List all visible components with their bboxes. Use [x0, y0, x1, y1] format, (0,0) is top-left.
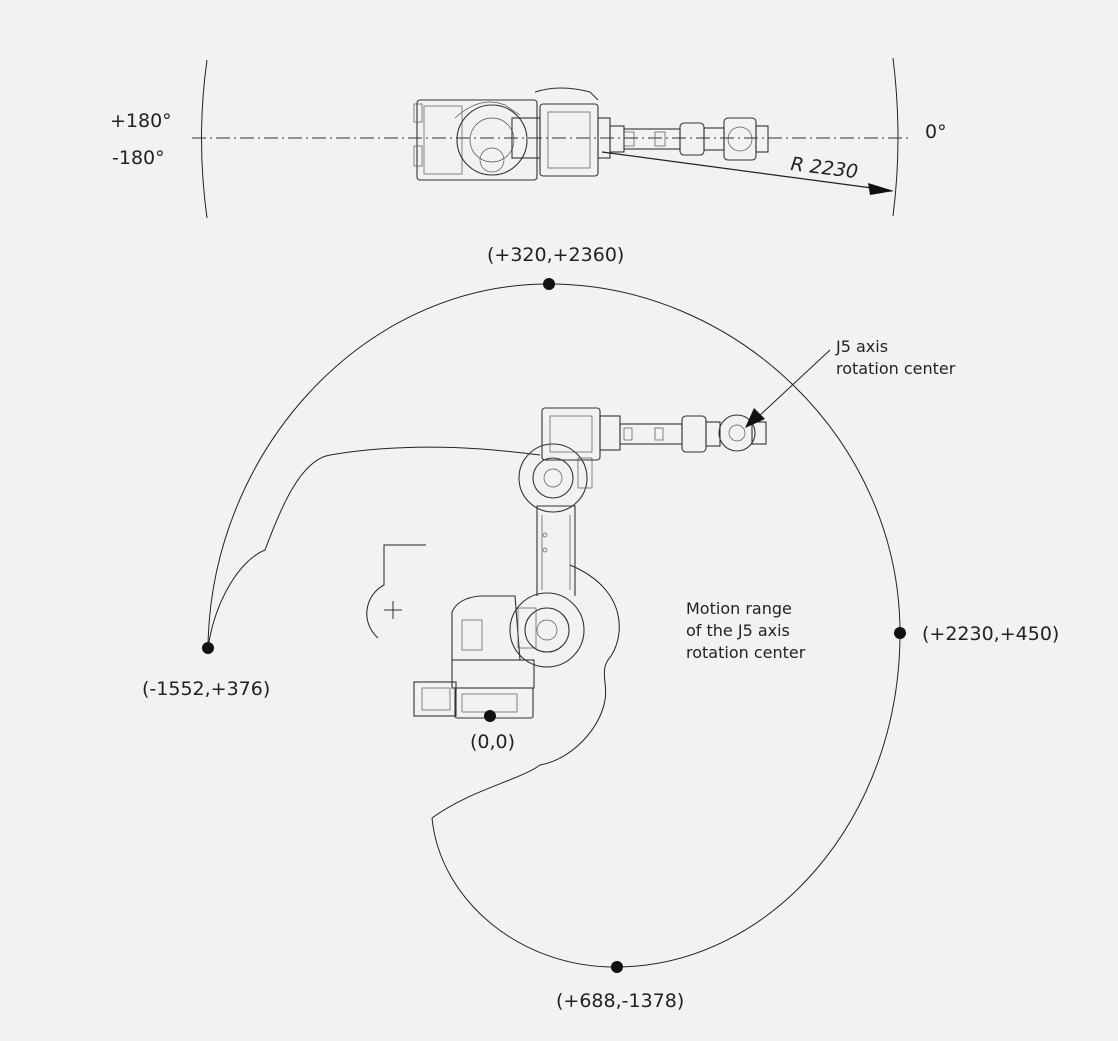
point-right-marker: [894, 627, 906, 639]
angle-neg-label: -180°: [112, 147, 165, 169]
j5-leader-line: [756, 349, 831, 419]
top-view-right-arc: [892, 57, 899, 217]
angle-pos-label: +180°: [110, 110, 172, 132]
radius-arrow-head: [868, 183, 894, 195]
range-note-line-2: of the J5 axis: [686, 621, 790, 640]
point-bottom-marker: [611, 961, 623, 973]
point-top-label: (+320,+2360): [487, 244, 624, 266]
robot-side-view: [413, 407, 767, 719]
j5-note-line-1: J5 axis: [835, 337, 888, 356]
top-view-left-arc: [201, 59, 208, 219]
point-origin-label: (0,0): [470, 731, 515, 753]
reference-crosshair: [384, 601, 402, 619]
angle-zero-label: 0°: [925, 121, 947, 143]
point-right-label: (+2230,+450): [922, 623, 1059, 645]
point-top-marker: [543, 278, 555, 290]
j5-note-line-2: rotation center: [836, 359, 956, 378]
top-view: +180° -180° 0° R 2230: [110, 57, 947, 219]
range-note-line-3: rotation center: [686, 643, 806, 662]
robot-top-view: [413, 87, 769, 181]
point-origin-marker: [484, 710, 496, 722]
range-note-line-1: Motion range: [686, 599, 792, 618]
side-view: (+320,+2360) (-1552,+376) (+2230,+450) (…: [142, 244, 1059, 1012]
radius-arrow-line: [601, 151, 873, 189]
point-left-label: (-1552,+376): [142, 678, 270, 700]
motion-range-inner-boundary: [207, 446, 620, 819]
j5-leader-arrow: [745, 408, 765, 428]
base-clearance-outline: [366, 544, 426, 639]
motion-range-outer-boundary: [207, 283, 901, 968]
point-bottom-label: (+688,-1378): [556, 990, 684, 1012]
point-left-marker: [202, 642, 214, 654]
